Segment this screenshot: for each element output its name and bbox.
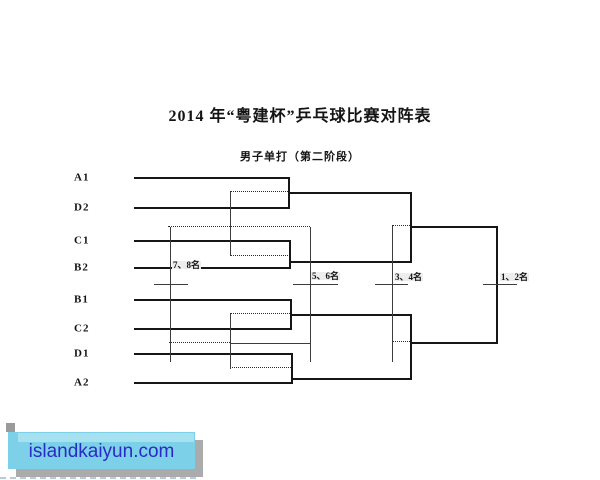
watermark-bottom-dashes	[0, 477, 196, 479]
place-label-1-2: 1、2名	[500, 272, 530, 282]
page-title: 2014 年“粤建杯”乒乓球比赛对阵表	[168, 108, 432, 125]
sf1-loser-dotted	[392, 225, 410, 226]
qf2-winner-line	[289, 261, 412, 263]
entry-line-b1	[134, 299, 292, 301]
consolation-upper-connector	[230, 192, 231, 256]
entry-line-a1	[134, 177, 290, 179]
sf2-winner-line	[410, 342, 498, 344]
entry-label-d2: D2	[74, 201, 90, 214]
watermark-box: islandkaiyun.com	[8, 432, 195, 469]
qf4-winner-line	[291, 378, 412, 380]
entry-label-b2: B2	[74, 261, 89, 274]
entry-line-b2	[134, 267, 291, 269]
place-label-5-6: 5、6名	[311, 271, 341, 281]
entry-line-c2	[134, 328, 292, 330]
watermark-text: islandkaiyun.com	[28, 441, 175, 462]
entry-line-d1	[134, 353, 293, 355]
entry-label-a2: A2	[74, 376, 90, 389]
qf3-winner-line	[290, 314, 412, 316]
watermark-corner-square	[6, 423, 15, 432]
place12-line	[483, 284, 517, 285]
entry-label-b1: B1	[74, 293, 89, 306]
consolation-lower-connector	[230, 314, 231, 369]
entry-label-c1: C1	[74, 234, 90, 247]
qf4-connector	[291, 353, 293, 384]
place-label-7-8: 7、8名	[172, 260, 202, 270]
place34-connector	[392, 226, 393, 362]
consolation-lower-winner-line	[230, 343, 310, 344]
lower-consolation-dotted	[169, 342, 230, 343]
qf4-loser-dotted	[230, 367, 291, 368]
entry-label-c2: C2	[74, 322, 90, 335]
qf3-loser-dotted	[230, 313, 290, 314]
entry-line-c1	[134, 240, 291, 242]
qf1-winner-line	[288, 192, 412, 194]
place78-line	[154, 284, 188, 285]
entry-label-d1: D1	[74, 347, 90, 360]
place-label-3-4: 3、4名	[394, 272, 424, 282]
final-connector	[496, 226, 498, 344]
place78-connector	[170, 227, 171, 362]
qf2-loser-dotted	[230, 255, 288, 256]
sf2-connector	[410, 314, 412, 380]
upper-consolation-dotted	[168, 226, 310, 227]
entry-line-d2	[134, 207, 290, 209]
place56-connector	[310, 227, 311, 362]
place56-line	[293, 284, 338, 285]
sf1-winner-line	[410, 226, 498, 228]
entry-line-a2	[134, 382, 293, 384]
qf2-connector	[289, 240, 291, 269]
qf1-loser-dotted	[230, 191, 288, 192]
place34-line	[375, 284, 408, 285]
page-subtitle: 男子单打（第二阶段）	[240, 151, 360, 163]
entry-label-a1: A1	[74, 171, 90, 184]
sf2-loser-dotted	[392, 341, 410, 342]
watermark-highlight-band	[18, 433, 194, 442]
